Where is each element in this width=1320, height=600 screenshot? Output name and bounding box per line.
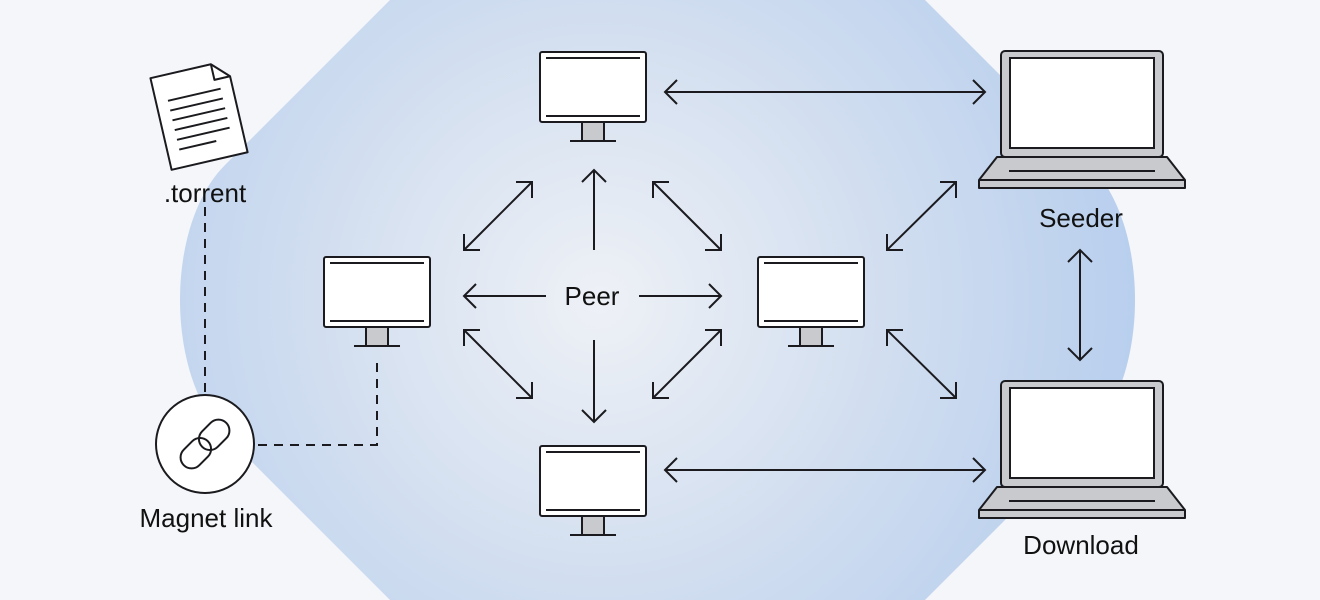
download-laptop-icon: [978, 380, 1186, 519]
dashed-line-magnet-to-peer: [258, 362, 378, 446]
seeder-label: Seeder: [1039, 203, 1123, 233]
magnet-link-label: Magnet link: [139, 503, 273, 533]
network-area-background: [180, 0, 1135, 600]
chain-link-icon: [155, 394, 255, 494]
torrent-file-label: .torrent: [163, 178, 247, 208]
peer-arrows: [462, 79, 1093, 483]
download-label: Download: [1023, 530, 1139, 560]
peer-label: Peer: [564, 281, 620, 311]
document-icon: [149, 63, 249, 171]
seeder-laptop-icon: [978, 50, 1186, 189]
